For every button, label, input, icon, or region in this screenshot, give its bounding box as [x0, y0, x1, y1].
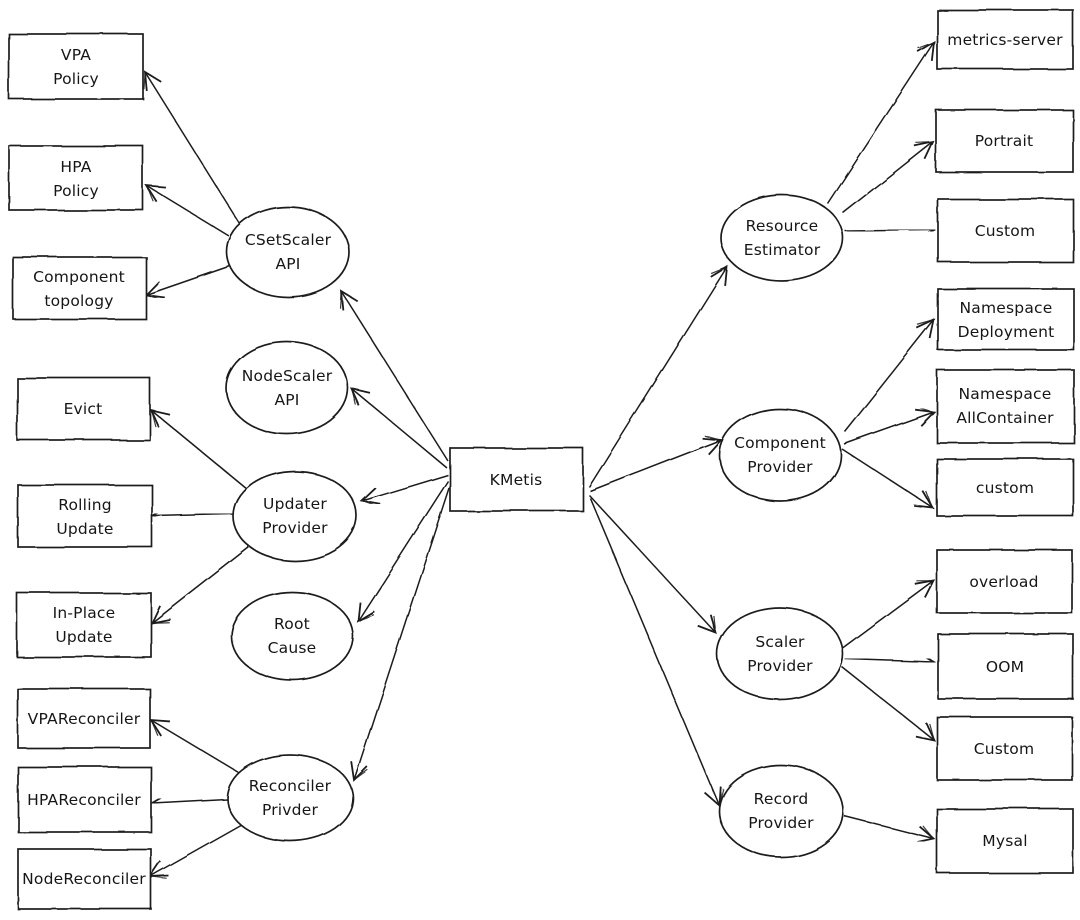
arrow-csetscaler-to-hpa-policy [145, 184, 230, 237]
svg-text:Custom: Custom [975, 222, 1036, 240]
arrow-reconciler-to-hpa-reconciler [149, 792, 228, 813]
svg-text:OOM: OOM [986, 658, 1024, 676]
arrow-kmetis-to-record-provider [589, 497, 724, 807]
overload-box: overload [936, 549, 1073, 614]
arrow-record-to-mysal [843, 815, 936, 844]
oom-box: OOM [937, 633, 1074, 700]
arrow-scaler-to-oom [844, 651, 937, 671]
arrow-reconciler-to-vpa-reconciler [149, 718, 242, 775]
arrow-kmetis-to-root-cause [356, 480, 449, 623]
arrow-kmetis-to-reconciler-privder [350, 487, 450, 782]
arrow-kmetis-to-component-provider [589, 435, 723, 492]
arrow-scaler-to-overload [840, 579, 936, 651]
arrow-component-to-namespace-allcontainer [843, 406, 936, 445]
svg-text:metrics-server: metrics-server [947, 31, 1063, 49]
arrow-component-to-namespace-deployment [844, 318, 936, 433]
arrow-reconciler-to-node-reconciler [148, 824, 243, 880]
svg-text:custom: custom [976, 479, 1034, 497]
svg-text:HPAReconciler: HPAReconciler [27, 791, 141, 809]
kmetis-node: KMetis [449, 447, 584, 512]
edge-layer [143, 40, 937, 880]
arrow-csetscaler-to-component-topology [144, 265, 231, 301]
arrow-kmetis-to-updater-provider [360, 474, 449, 508]
arrow-kmetis-to-nodescaler-api [350, 387, 448, 469]
arrow-kmetis-to-csetscaler-api [339, 289, 449, 462]
arrow-scaler-to-custom [841, 666, 936, 742]
custom-scaler-box: Custom [936, 716, 1073, 781]
arrow-resource-to-metrics-server [827, 40, 936, 205]
arrow-resource-to-portrait [842, 140, 935, 214]
arrow-kmetis-to-resource-estimator [588, 265, 729, 488]
custom-estimator-box: Custom [937, 198, 1074, 263]
vpa-reconciler-box: VPAReconciler [17, 688, 151, 749]
svg-text:NodeReconciler: NodeReconciler [22, 870, 146, 888]
evict-box: Evict [16, 377, 151, 441]
arrow-updater-to-in-place-update [150, 546, 250, 625]
svg-text:Custom: Custom [974, 740, 1035, 758]
node-reconciler-box: NodeReconciler [17, 848, 152, 910]
arrow-updater-to-rolling-update [150, 506, 234, 527]
arrow-resource-to-custom [844, 219, 937, 240]
mysal-box: Mysal [936, 808, 1074, 874]
svg-text:KMetis: KMetis [490, 471, 543, 489]
hpa-reconciler-box: HPAReconciler [17, 766, 152, 833]
svg-text:Evict: Evict [64, 400, 103, 418]
portrait-box: Portrait [935, 109, 1074, 173]
arrow-csetscaler-to-vpa-policy [143, 70, 241, 225]
arrow-updater-to-evict [149, 408, 248, 490]
svg-text:Portrait: Portrait [975, 132, 1034, 150]
custom-component-box: custom [936, 458, 1074, 517]
metrics-server-box: metrics-server [936, 9, 1074, 70]
svg-text:overload: overload [969, 573, 1038, 591]
svg-text:Mysal: Mysal [982, 832, 1027, 850]
arrow-component-to-custom [841, 448, 935, 510]
svg-text:VPAReconciler: VPAReconciler [28, 710, 141, 728]
arrow-kmetis-to-scaler-provider [588, 494, 718, 635]
